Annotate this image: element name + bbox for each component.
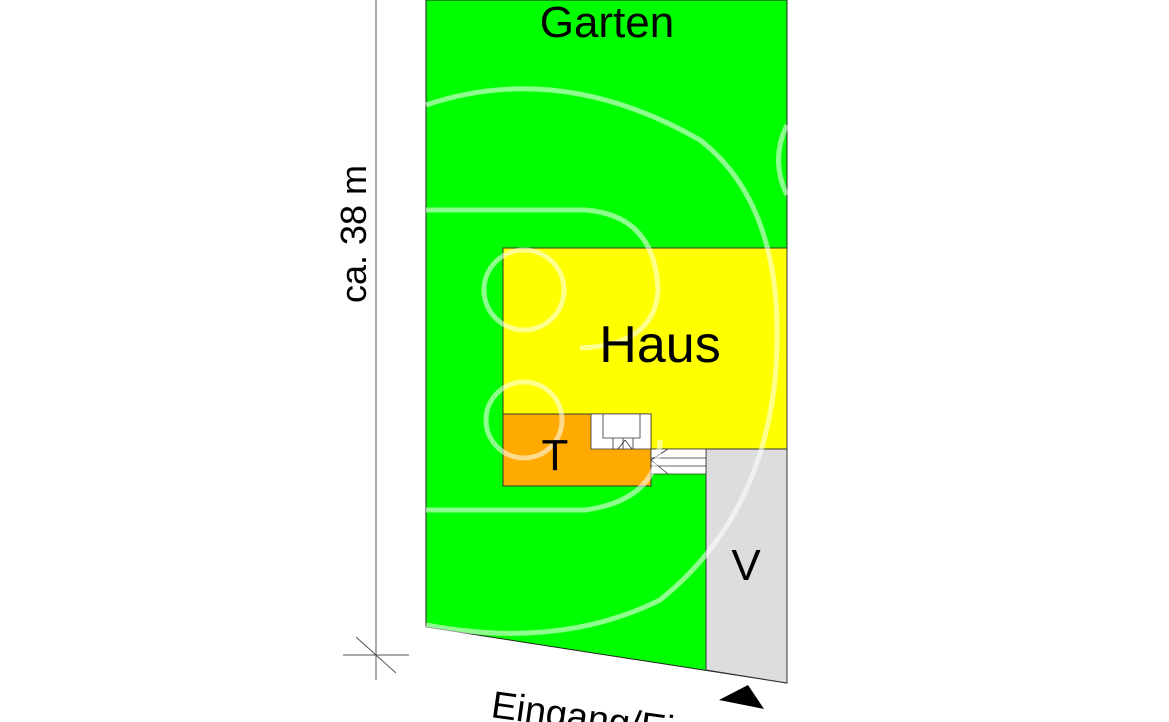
entrance-label: Eingang/Ei...	[489, 684, 708, 722]
dimension-label: ca. 38 m	[333, 165, 374, 303]
logo-watermark	[425, 86, 790, 636]
house-label: Haus	[599, 316, 720, 374]
terrace-label: T	[542, 431, 569, 480]
cross-tick-icon	[343, 636, 409, 674]
garden-label: Garten	[540, 0, 675, 47]
parking-label: V	[731, 541, 761, 590]
stairs	[590, 413, 707, 475]
triangle-icon	[719, 685, 764, 709]
